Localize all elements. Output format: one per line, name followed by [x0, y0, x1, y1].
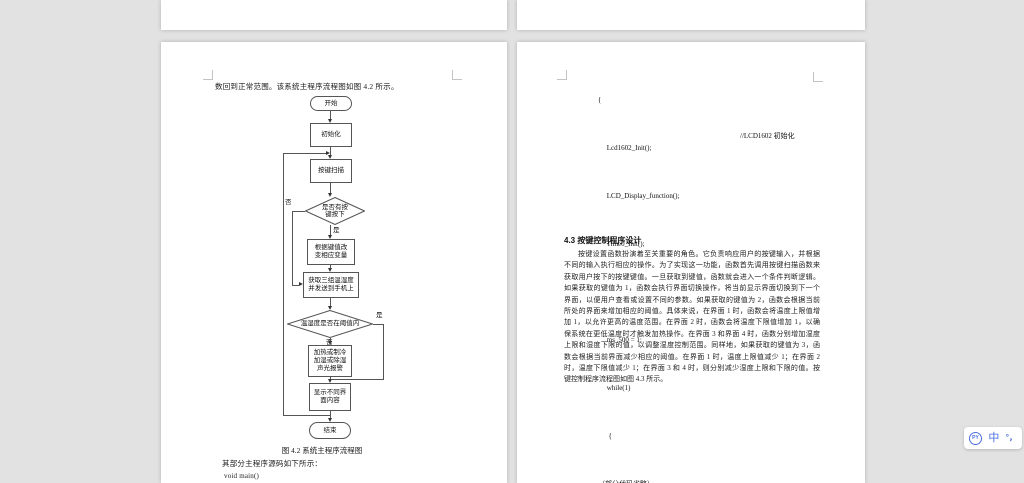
flow-connector: [330, 111, 331, 119]
pinyin-icon[interactable]: PY: [969, 431, 982, 445]
code-text: {: [598, 432, 612, 440]
code-line: Lcd1602_Init(); //LCD1602 初始化: [584, 130, 854, 178]
arrow-down-icon: [328, 418, 332, 422]
text-boundary-mark-icon: [557, 70, 567, 80]
arrow-down-icon: [328, 268, 332, 272]
paragraph-line: 时，温度下限值减少 1；在界面 3 和 4 时，则分别减少湿度上限和下限的值。按: [564, 363, 820, 372]
arrow-down-icon: [328, 155, 332, 159]
intro-text: 数回到正常范围。该系统主程序流程图如图 4.2 所示。: [215, 82, 399, 91]
page-previous-left-bottom[interactable]: [161, 0, 507, 30]
code-comment: //LCD1602 初始化: [740, 132, 795, 140]
flow-connector: [330, 265, 331, 269]
flowchart-end-node: 结束: [309, 422, 351, 439]
code-block: { Lcd1602_Init(); //LCD1602 初始化 LCD_Disp…: [584, 82, 854, 483]
code-line: {: [584, 82, 854, 130]
flow-connector: [330, 183, 331, 193]
page-left[interactable]: 数回到正常范围。该系统主程序流程图如图 4.2 所示。 开始 初始化 按键扫描 …: [161, 42, 507, 483]
paragraph-line: 键控制程序流程图如图 4.3 所示。: [564, 375, 668, 384]
body-text: 其部分主程序源码如下所示：: [222, 459, 323, 468]
paragraph-line: 加 1，以允许更高的温度范围。在界面 2 时，函数会将温度下限值增加 1，以确: [564, 318, 820, 327]
flow-connector: [283, 415, 330, 416]
code-text: Lcd1602_Init();: [598, 144, 652, 152]
paragraph-line: 按键设置函数扮演着至关重要的角色。它负责响应用户的按键输入，并根据: [578, 250, 820, 258]
branch-no-label: 否: [285, 199, 292, 206]
branch-yes-label: 是: [376, 312, 383, 319]
flowchart-acquire-send-node: 获取三组温湿度 并发送到手机上: [303, 272, 359, 298]
flowchart-actuate-node: 加热或制冷 加湿或除湿 声光报警: [308, 345, 352, 377]
flowchart-keyscan-node: 按键扫描: [310, 159, 352, 183]
arrow-down-icon: [328, 119, 332, 123]
paragraph-line: 保系统在更低温度时才触发加热操作。在界面 3 和界面 4 时，函数分别增加湿度: [564, 329, 820, 338]
paragraph-line: 不同的输入执行相应的操作。为了实现这一功能，函数首先调用按键扫描函数来: [564, 261, 820, 270]
flow-connector: [283, 153, 326, 154]
code-line: {: [584, 418, 854, 466]
punctuation-mode-icon[interactable]: °，: [1005, 433, 1017, 442]
body-paragraph: 按键设置函数扮演着至关重要的角色。它负责响应用户的按键输入，并根据不同的输入执行…: [564, 249, 820, 386]
flowchart-init-node: 初始化: [310, 123, 352, 147]
flow-connector: [373, 324, 383, 325]
flow-connector: [292, 285, 299, 286]
arrow-down-icon: [328, 379, 332, 383]
flow-connector: [330, 225, 331, 235]
text-boundary-mark-icon: [203, 70, 213, 80]
flow-connector: [330, 377, 331, 380]
arrow-down-icon: [328, 193, 332, 197]
paragraph-line: 上限和湿度下限的值，以调整湿度控制范围。同样地，如果获取的键值为 3，函: [564, 341, 820, 350]
paragraph-line: 获取用户按下的按键键值。一旦获取到键值，函数就会进入一个条件判断逻辑。: [564, 272, 820, 281]
code-line: （部分代码省略）: [584, 466, 854, 483]
flowchart-decision-keypress-shape: [305, 197, 365, 225]
code-line: void main(): [224, 472, 260, 480]
code-text: {: [598, 96, 602, 104]
flowchart-change-variable-node: 根据键值改 变相应变量: [307, 239, 355, 265]
arrow-right-icon: [299, 282, 303, 286]
arrow-down-icon: [328, 341, 332, 345]
figure-caption: 图 4.2 系统主程序流程图: [281, 446, 363, 455]
flow-connector: [330, 411, 331, 419]
code-text: Time0_Init();: [598, 240, 645, 248]
flow-connector: [330, 298, 331, 307]
language-mode-toggle[interactable]: 中: [988, 431, 1000, 444]
flow-connector: [383, 324, 384, 379]
code-line: while(1): [584, 370, 854, 418]
text-boundary-mark-icon: [452, 70, 462, 80]
branch-yes-label: 是: [333, 227, 340, 234]
paragraph-line: 数会根据当前界面减少相应的阈值。在界面 1 时，温度上限值减少 1；在界面 2: [564, 352, 820, 361]
code-text: LCD_Display_function();: [598, 192, 680, 200]
text-boundary-mark-icon: [813, 72, 823, 82]
code-text: （部分代码省略）: [598, 480, 654, 483]
ime-status-widget: PY 中 °，: [964, 427, 1022, 449]
arrow-right-icon: [326, 150, 330, 155]
flow-connector: [330, 338, 331, 342]
paragraph-line: 所处的界面来增加相应的阈值。具体来说，在界面 1 时，函数会将温度上限值增: [564, 306, 820, 315]
code-line: ms_500 = 1;: [584, 322, 854, 370]
section-heading: 4.3 按键控制程序设计: [564, 236, 642, 245]
code-text: while(1): [598, 384, 631, 392]
flow-connector: [330, 147, 331, 155]
page-right[interactable]: { Lcd1602_Init(); //LCD1602 初始化 LCD_Disp…: [517, 42, 865, 483]
page-previous-right-bottom[interactable]: [517, 0, 865, 30]
paragraph-line: 界面，以便用户查看或设置不同的参数。如果获取的键值为 2，函数会根据当前: [564, 295, 820, 304]
flowchart-decision-threshold-shape: [287, 310, 373, 338]
flow-connector: [331, 379, 384, 380]
flowchart-display-node: 显示不同界 面内容: [309, 383, 351, 411]
arrow-down-icon: [328, 306, 332, 310]
code-line: LCD_Display_function();: [584, 178, 854, 226]
flowchart-decision-keypress-label: 是否有按 键按下: [322, 203, 348, 219]
code-line: Time0_Init();: [584, 226, 854, 274]
paragraph-line: 如果获取的键值为 1，函数会执行界面切换操作，将当前显示界面切换到下一个: [564, 284, 820, 293]
arrow-down-icon: [328, 235, 332, 239]
flowchart-start-node: 开始: [310, 96, 352, 111]
flow-connector: [283, 153, 284, 415]
flowchart-decision-threshold-label: 温湿度是否在阈值内: [300, 320, 360, 328]
code-text: ms_500 = 1;: [598, 336, 642, 344]
flow-connector: [292, 211, 293, 285]
flow-connector: [292, 211, 305, 212]
